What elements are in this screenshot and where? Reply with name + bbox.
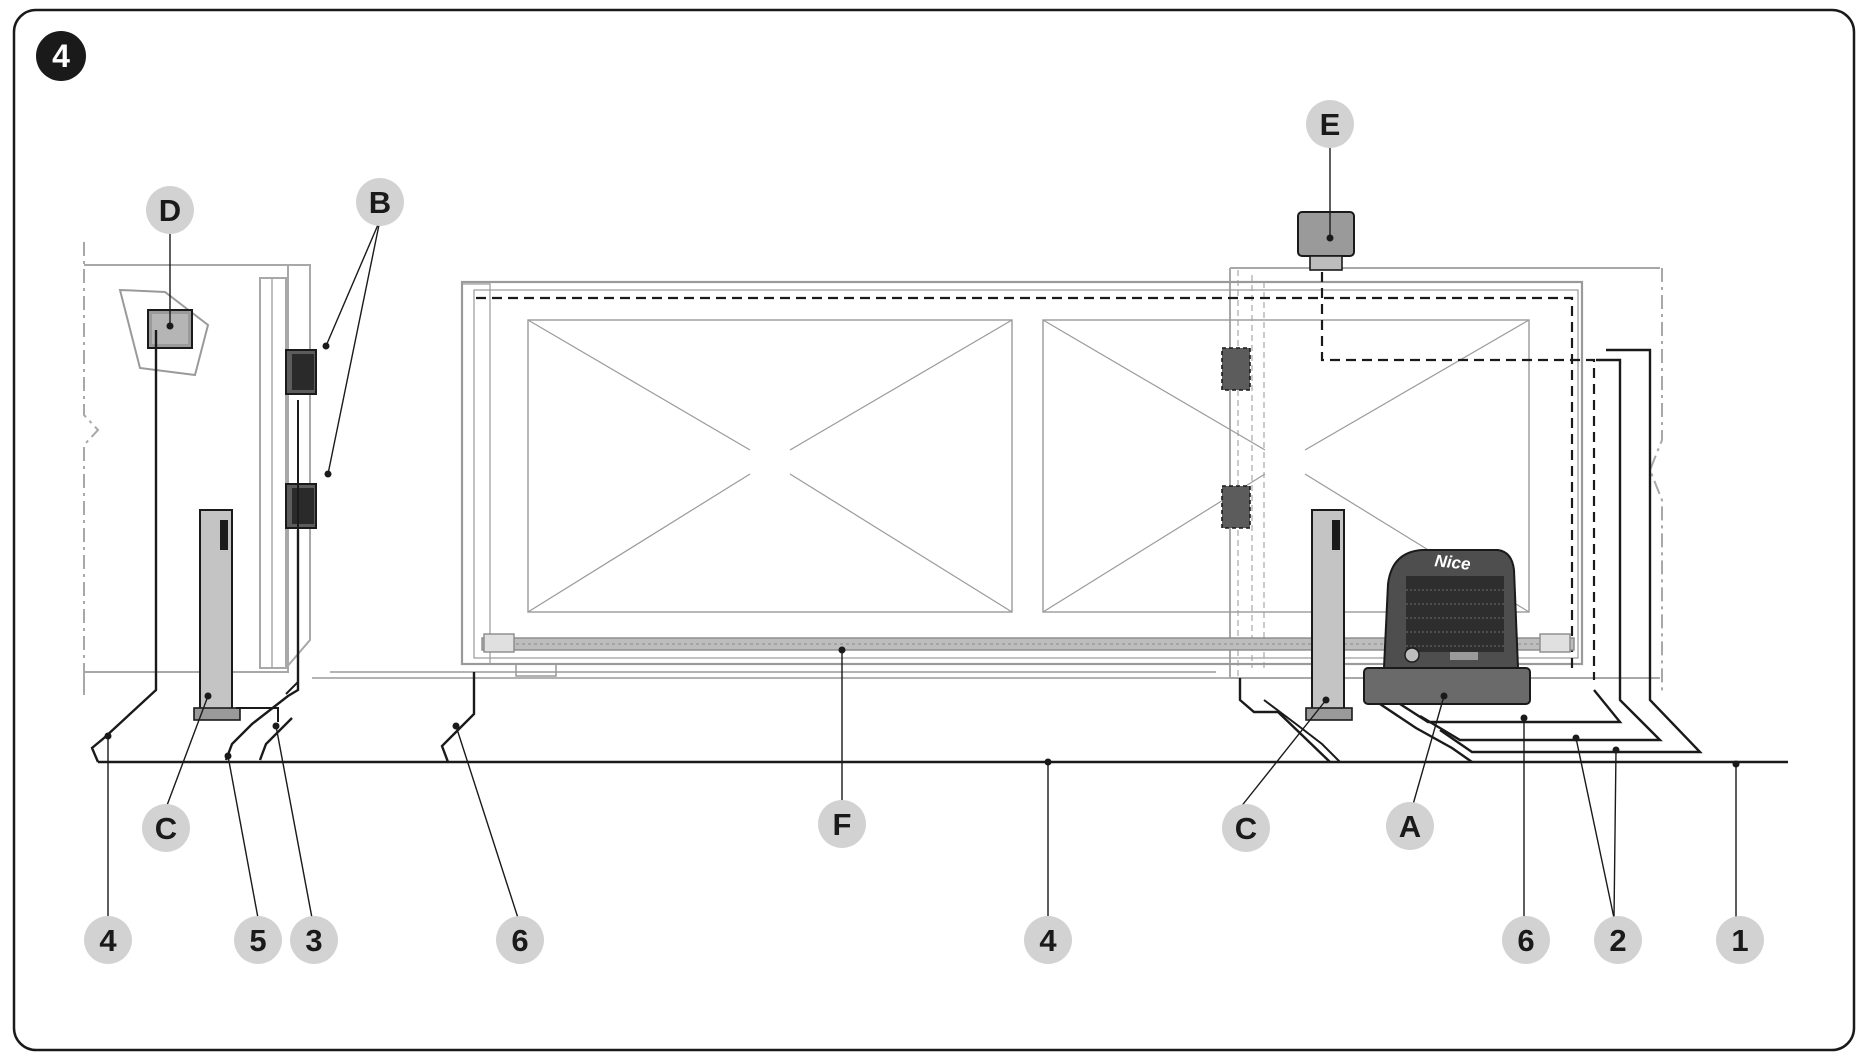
right-wall	[1229, 267, 1663, 695]
callout-e-label: E	[1320, 107, 1341, 142]
callout-c-left: C	[142, 804, 190, 852]
callout-d-label: D	[159, 193, 181, 228]
callout-f-label: F	[833, 807, 852, 842]
diagram-frame	[12, 8, 1856, 1052]
photocell-column-right	[1305, 509, 1353, 721]
gearmotor: Nice	[1363, 549, 1531, 705]
photocell-upper	[285, 349, 317, 395]
callout-5-label: 5	[249, 923, 266, 958]
rack	[481, 633, 1575, 653]
callout-4-center-label: 4	[1039, 923, 1057, 958]
callout-b: B	[356, 178, 404, 226]
callout-4-center: 4	[1024, 916, 1072, 964]
figure-number-badge: 4	[36, 31, 86, 81]
flashing-light-device	[1297, 211, 1355, 271]
callout-e: E	[1306, 100, 1354, 148]
callout-2: 2	[1594, 916, 1642, 964]
callout-6-right-label: 6	[1517, 923, 1534, 958]
flashing-light-cable-dashed	[476, 272, 1596, 680]
cables	[90, 330, 1788, 764]
callout-a-label: A	[1399, 809, 1421, 844]
callout-c-right: C	[1222, 804, 1270, 852]
callout-6-left-label: 6	[511, 923, 528, 958]
callout-4-left-label: 4	[99, 923, 117, 958]
callout-3-label: 3	[305, 923, 322, 958]
leader-lines	[107, 146, 1737, 919]
sliding-gate	[460, 280, 1584, 677]
callout-6-right: 6	[1502, 916, 1550, 964]
callout-c-left-label: C	[155, 811, 177, 846]
callout-1-label: 1	[1731, 923, 1748, 958]
photocell-column-left	[193, 509, 241, 721]
photocell-lower	[285, 483, 317, 529]
callout-b-label: B	[369, 185, 391, 220]
callout-5: 5	[234, 916, 282, 964]
photocell-right-lower	[1221, 485, 1251, 529]
callout-3: 3	[290, 916, 338, 964]
callout-4-left: 4	[84, 916, 132, 964]
callout-d: D	[146, 186, 194, 234]
callout-c-right-label: C	[1235, 811, 1257, 846]
left-wall	[83, 242, 311, 695]
callout-f: F	[818, 800, 866, 848]
brand-logo: Nice	[1434, 551, 1472, 574]
leader-dots	[104, 234, 1740, 768]
callout-6-left: 6	[496, 916, 544, 964]
ground-track	[312, 671, 1230, 679]
callout-a: A	[1386, 802, 1434, 850]
figure-number: 4	[52, 38, 70, 74]
callout-1: 1	[1716, 916, 1764, 964]
callout-2-label: 2	[1609, 923, 1626, 958]
photocell-right-upper	[1221, 347, 1251, 391]
